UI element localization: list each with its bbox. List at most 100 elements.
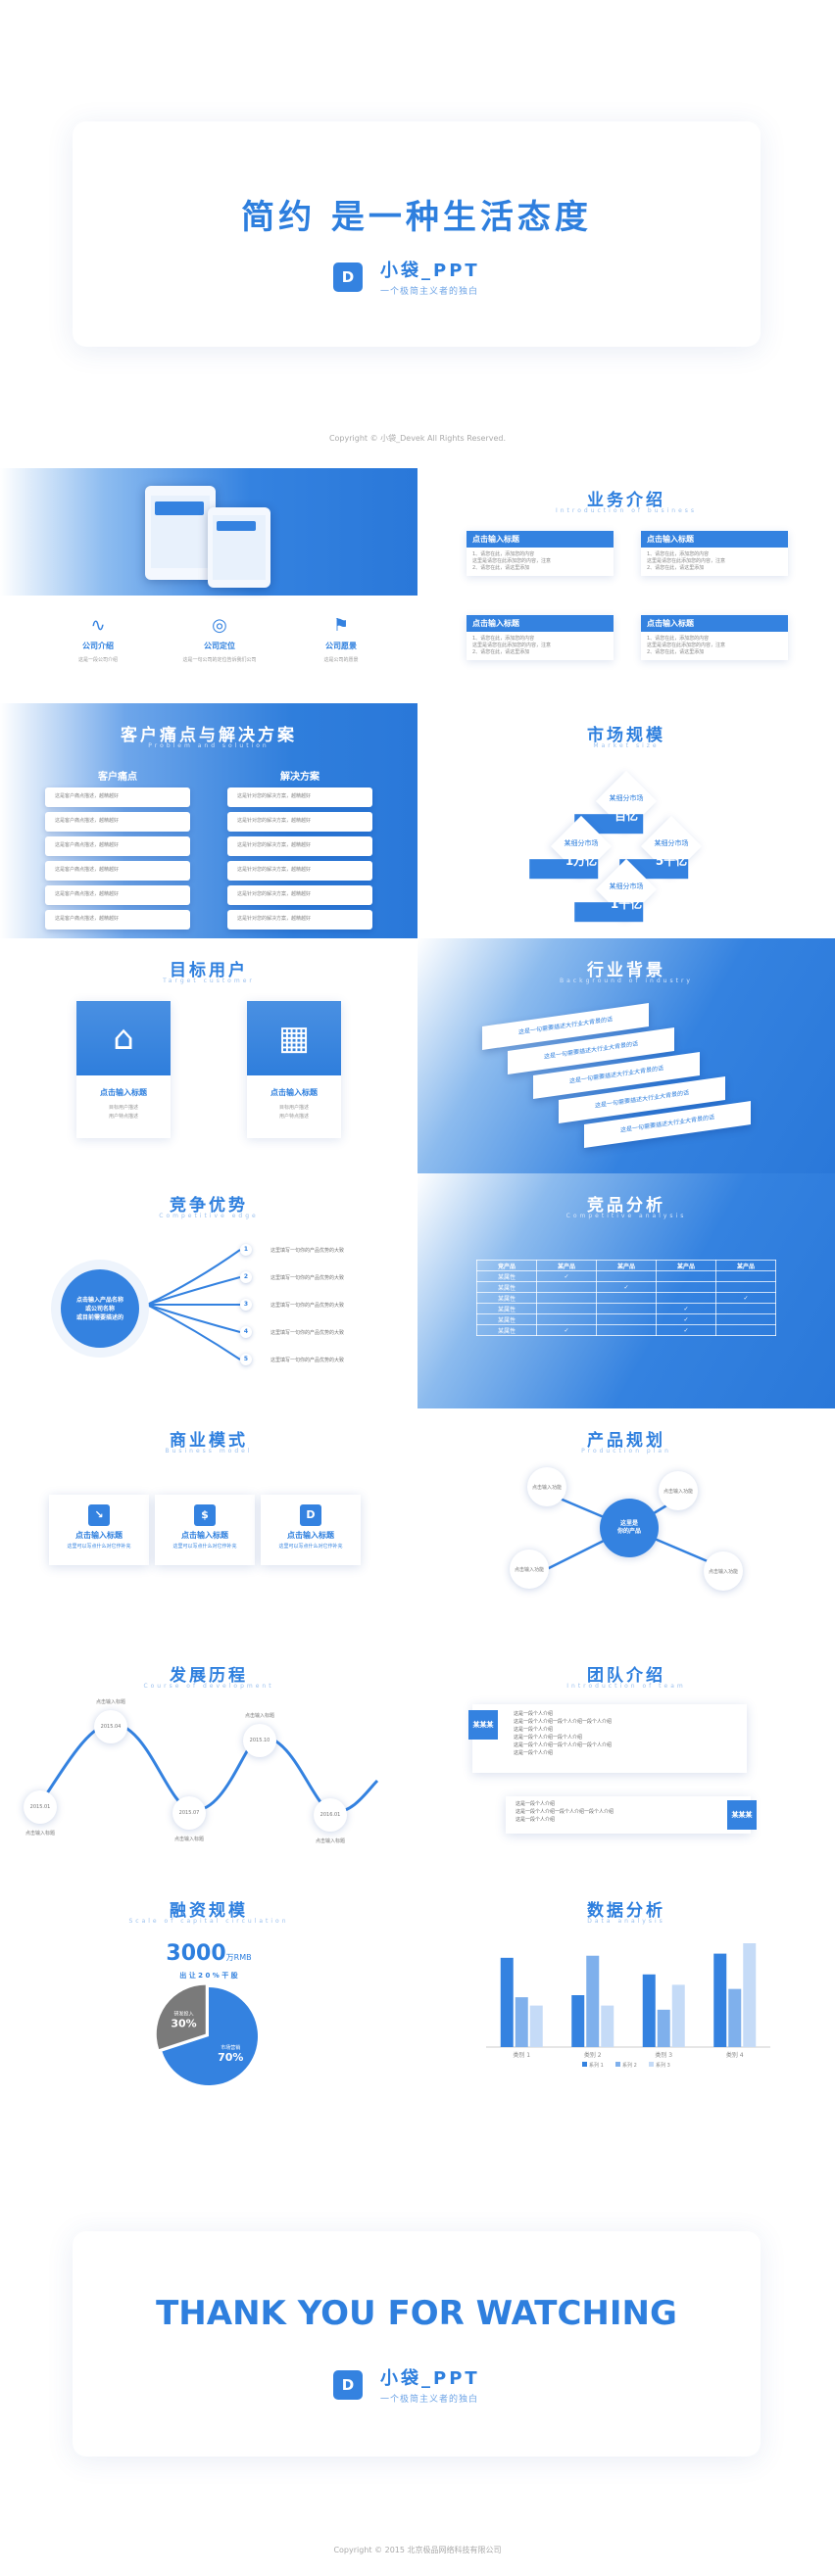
edge-point-text: 这里填写一句你的产品优势的大致 bbox=[270, 1303, 345, 1309]
comp-header: 竞产品 bbox=[476, 1260, 537, 1271]
solution-item: 这是针对您的解决方案，越精越好 bbox=[227, 861, 372, 881]
cover-title: 简约 是一种生活态度 bbox=[241, 198, 592, 237]
history-date: 2015.01 bbox=[24, 1790, 57, 1824]
x-tick-label: 类别 1 bbox=[513, 2051, 530, 2059]
team-line: 这是一段个人介绍一段个人介绍一段个人介绍 bbox=[514, 1742, 613, 1748]
solution-item: 这是针对您的解决方案，越精越好 bbox=[227, 910, 372, 930]
target-card-desc: 用户特点描述 bbox=[108, 1114, 138, 1120]
slide-competitive-edge: 竞争优势 Competitive edge 点击输入产品名称 或公司名称 或目前… bbox=[0, 1173, 418, 1408]
market-label: 某细分市场 bbox=[609, 883, 644, 890]
edge-point-text: 这里填写一句你的产品优势的大致 bbox=[270, 1248, 345, 1254]
history-title: 发展历程 bbox=[170, 1666, 248, 1686]
brand-logo-icon: D bbox=[333, 262, 363, 292]
finance-amount-row: 3000万RMB bbox=[0, 1941, 418, 1966]
phone-mockup bbox=[208, 507, 270, 588]
business-box-line: 2、请您在此，请这里添加 bbox=[472, 565, 530, 571]
solution-item: 这是针对您的解决方案，越精越好 bbox=[227, 885, 372, 905]
bar bbox=[642, 1974, 656, 2047]
target-card-desc: 目标用户描述 bbox=[108, 1105, 138, 1111]
plan-node: 点击输入功能 bbox=[527, 1467, 566, 1506]
model-card: ↘点击输入标题这里可以写点什么对它作补充 bbox=[49, 1495, 149, 1565]
comp-header: 某产品 bbox=[596, 1260, 657, 1271]
business-box-title: 点击输入标题 bbox=[467, 615, 614, 632]
brand-subtitle: 一个极简主义者的独白 bbox=[380, 287, 479, 297]
comp-cell bbox=[536, 1313, 597, 1325]
history-label: 点击输入标题 bbox=[25, 1831, 55, 1837]
copyright-bottom: Copyright © 2015 北京极品网络科技有限公司 bbox=[333, 2546, 502, 2554]
comp-row: 某属性✓✓ bbox=[476, 1324, 776, 1336]
slide-comp-analysis: 竞品分析 Competitive analysis 竞产品某产品某产品某产品某产… bbox=[418, 1173, 835, 1408]
edge-point-number: 2 bbox=[240, 1271, 252, 1283]
history-label: 点击输入标题 bbox=[173, 1837, 204, 1842]
history-label: 点击输入标题 bbox=[315, 1838, 345, 1844]
end-brand-name: 小袋_PPT bbox=[380, 2368, 480, 2389]
market-title: 市场规模 bbox=[587, 726, 665, 745]
legend-label: 系列 3 bbox=[656, 2062, 670, 2069]
slide-product-plan: 产品规划 Production plan 这里是 你的产品 点击输入功能点击输入… bbox=[418, 1408, 835, 1644]
comp-header: 某产品 bbox=[656, 1260, 716, 1271]
market-value: 1千亿 bbox=[610, 897, 643, 911]
company-item-desc: 这是一段公司介绍 bbox=[77, 657, 118, 663]
x-tick-label: 类别 3 bbox=[655, 2051, 672, 2059]
comp-cell bbox=[656, 1281, 716, 1293]
business-box-title: 点击输入标题 bbox=[641, 615, 788, 632]
cover-brand: D 小袋_PPT 一个极简主义者的独白 bbox=[333, 257, 480, 297]
model-card-title: 点击输入标题 bbox=[287, 1531, 334, 1540]
model-card-title: 点击输入标题 bbox=[75, 1531, 123, 1540]
team-card-a: 某某某 这是一段个人介绍这是一段个人介绍一段个人介绍一段个人介绍这是一段个人介绍… bbox=[468, 1704, 747, 1773]
pain-item: 这是客户痛点描述，越精越好 bbox=[45, 885, 190, 905]
team-line: 这是一段个人介绍一段个人介绍一段个人介绍 bbox=[514, 1719, 613, 1725]
target-subtitle: Target customer bbox=[163, 978, 255, 984]
solution-item: 这是针对您的解决方案，越精越好 bbox=[227, 787, 372, 807]
business-box-line: 1、请您在此，添加您的内容 bbox=[472, 636, 535, 642]
comp-row-label: 某属性 bbox=[476, 1303, 537, 1314]
x-tick-label: 类别 4 bbox=[726, 2051, 744, 2059]
pain-subtitle: Problem and solution bbox=[148, 742, 270, 749]
plan-node: 点击输入功能 bbox=[510, 1550, 549, 1589]
comp-cell bbox=[596, 1313, 657, 1325]
plan-center: 这里是 你的产品 bbox=[600, 1499, 659, 1557]
pain-item: 这是客户痛点描述，越精越好 bbox=[45, 787, 190, 807]
slide-history: 发展历程 Course of development 2015.01 点击输入标题… bbox=[0, 1644, 418, 1879]
business-box-line: 1、请您在此，添加您的内容 bbox=[472, 551, 535, 557]
comp-cell: ✓ bbox=[536, 1324, 597, 1336]
plan-title: 产品规划 bbox=[587, 1431, 665, 1451]
comp-title: 竞品分析 bbox=[587, 1196, 665, 1216]
comp-cell bbox=[596, 1324, 657, 1336]
model-card: $点击输入标题这里可以写点什么对它作补充 bbox=[155, 1495, 255, 1565]
team-line: 这是一段个人介绍一段个人介绍 bbox=[514, 1735, 583, 1741]
bar bbox=[671, 1984, 685, 2047]
comp-row: 某属性✓ bbox=[476, 1270, 776, 1282]
comp-cell bbox=[536, 1292, 597, 1304]
team-line: 这是一段个人介绍 bbox=[516, 1817, 556, 1823]
slide-pain-points: 客户痛点与解决方案 Problem and solution 客户痛点 解决方案… bbox=[0, 703, 418, 938]
finance-unit: 万RMB bbox=[225, 1953, 252, 1962]
market-label: 某细分市场 bbox=[609, 794, 644, 802]
comp-cell bbox=[536, 1281, 597, 1293]
pie-slice bbox=[156, 1984, 206, 2050]
comp-row-label: 某属性 bbox=[476, 1270, 537, 1282]
comp-row: 某属性 ✓ bbox=[476, 1303, 776, 1314]
target-card: ⌂点击输入标题目标用户描述用户特点描述 bbox=[76, 1001, 171, 1138]
model-card-desc: 这里可以写点什么对它作补充 bbox=[278, 1544, 343, 1550]
comp-cell: ✓ bbox=[656, 1303, 716, 1314]
legend-swatch bbox=[615, 2062, 620, 2067]
comp-cell: ✓ bbox=[656, 1324, 716, 1336]
store-icon: ⌂ bbox=[76, 1001, 171, 1075]
plan-node: 点击输入功能 bbox=[704, 1551, 743, 1591]
history-subtitle: Course of development bbox=[143, 1683, 274, 1690]
target-card: ▦点击输入标题目标用户描述用户特点描述 bbox=[247, 1001, 341, 1138]
edge-point-number: 5 bbox=[240, 1354, 252, 1365]
pain-item: 这是客户痛点描述，越精越好 bbox=[45, 910, 190, 930]
comp-row-label: 某属性 bbox=[476, 1313, 537, 1325]
history-date: 2015.10 bbox=[243, 1724, 276, 1757]
slide-business-model: 商业模式 Business model ↘点击输入标题这里可以写点什么对它作补充… bbox=[0, 1408, 418, 1644]
comp-subtitle: Competitive analysis bbox=[565, 1213, 687, 1219]
comp-cell bbox=[536, 1303, 597, 1314]
